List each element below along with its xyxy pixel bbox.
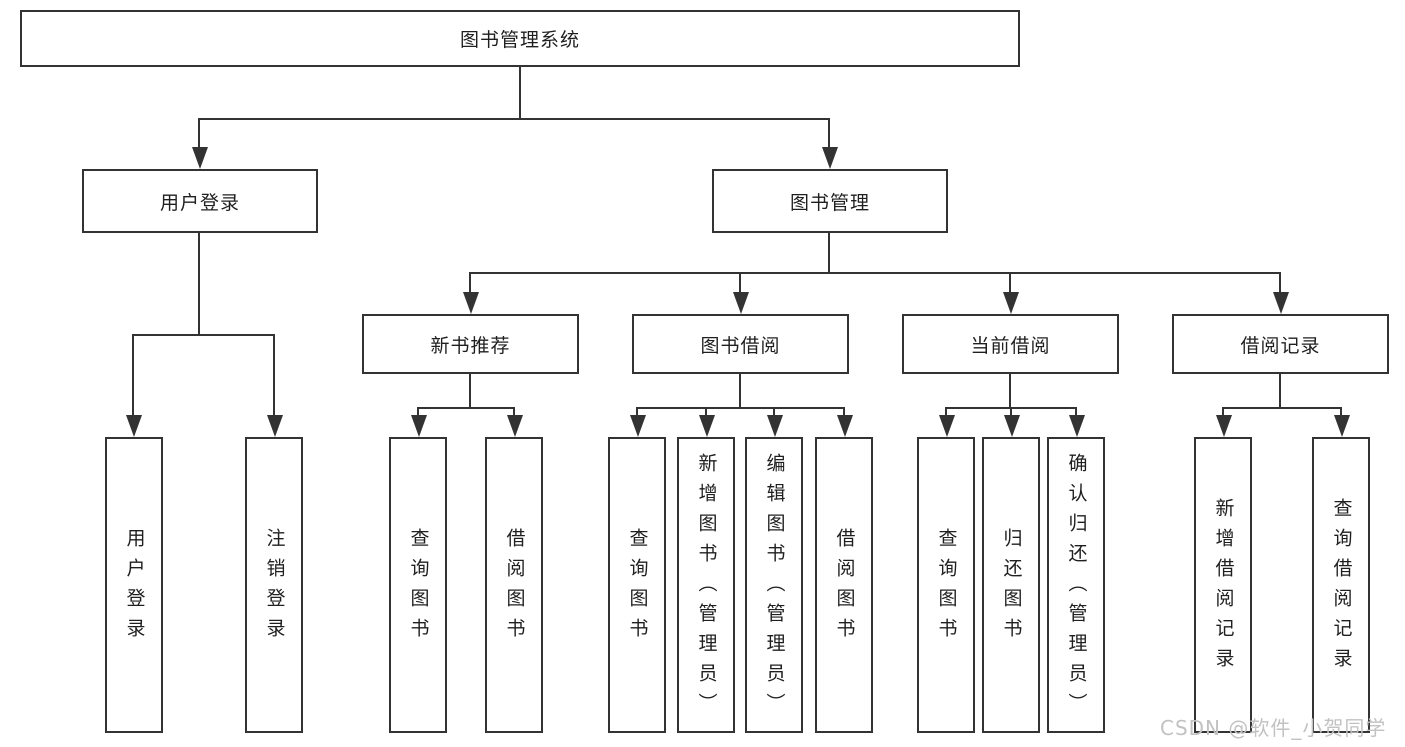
arrowhead-down-icon [822,147,838,169]
connector-line [828,118,830,150]
connector-line [198,118,200,150]
leaf-user-login: 用户登录 [105,437,163,733]
connector-line [519,67,521,119]
node-user-login: 用户登录 [82,169,318,233]
arrowhead-down-icon [1273,292,1289,314]
node-book-management: 图书管理 [712,169,948,233]
node-new-book-recommend: 新书推荐 [362,314,579,374]
node-library-management-system: 图书管理系统 [20,10,1020,67]
leaf-add-borrow-record: 新增借阅记录 [1194,437,1252,733]
connector-line [469,272,471,296]
arrowhead-down-icon [1069,415,1085,437]
arrowhead-down-icon [1216,415,1232,437]
connector-line [513,407,515,419]
node-label: 用户登录 [159,191,240,214]
connector-line [739,272,741,296]
connector-line [132,334,275,336]
node-label: 查询图书 [935,528,958,648]
arrowhead-down-icon [507,415,523,437]
connector-line [828,233,830,273]
connector-line [945,407,947,419]
arrowhead-down-icon [1334,415,1350,437]
leaf-borrow-books-recommend: 借阅图书 [485,437,543,733]
leaf-borrow-books: 借阅图书 [815,437,873,733]
connector-line [417,407,515,409]
connector-line [198,233,200,335]
node-borrowing-records: 借阅记录 [1172,314,1389,374]
arrowhead-down-icon [1003,292,1019,314]
node-label: 新增图书（管理员） [695,453,718,723]
node-label: 图书借阅 [700,334,781,357]
csdn-watermark: CSDN @软件_小贺同学 [1160,716,1387,740]
node-label: 图书管理 [789,191,870,214]
arrowhead-down-icon [126,415,142,437]
arrowhead-down-icon [1004,415,1020,437]
node-label: 注销登录 [263,528,286,648]
node-label: 编辑图书（管理员） [763,453,786,723]
node-label: 图书管理系统 [459,29,580,51]
arrowhead-down-icon [630,415,646,437]
node-label: 当前借阅 [970,334,1051,357]
leaf-query-books-borrowing: 查询图书 [608,437,666,733]
connector-line [198,118,830,120]
arrowhead-down-icon [463,292,479,314]
connector-line [705,407,707,419]
connector-line [1222,407,1224,419]
arrowhead-down-icon [733,292,749,314]
leaf-return-books: 归还图书 [982,437,1040,733]
node-label: 确认归还（管理员） [1065,453,1088,723]
arrowhead-down-icon [939,415,955,437]
connector-line [843,407,845,419]
connector-line [636,407,845,409]
node-label: 新书推荐 [430,334,511,357]
connector-line [273,334,275,420]
node-book-borrowing: 图书借阅 [632,314,849,374]
connector-line [469,373,471,409]
arrowhead-down-icon [767,415,783,437]
leaf-add-books-admin: 新增图书（管理员） [677,437,735,733]
arrowhead-down-icon [699,415,715,437]
connector-line [1009,373,1011,409]
arrowhead-down-icon [411,415,427,437]
arrowhead-down-icon [837,415,853,437]
connector-line [1279,373,1281,409]
arrowhead-down-icon [192,147,208,169]
connector-line [1222,407,1342,409]
leaf-query-books-recommend: 查询图书 [389,437,447,733]
leaf-confirm-return-admin: 确认归还（管理员） [1047,437,1105,733]
node-label: 归还图书 [1000,528,1023,648]
connector-line [636,407,638,419]
node-label: 查询借阅记录 [1330,498,1353,678]
connector-line [1340,407,1342,419]
connector-line [1009,272,1011,296]
connector-line [1010,407,1012,419]
connector-line [469,272,1281,274]
leaf-edit-books-admin: 编辑图书（管理员） [745,437,803,733]
node-label: 查询图书 [626,528,649,648]
arrowhead-down-icon [267,415,283,437]
node-label: 借阅记录 [1240,334,1321,357]
connector-line [417,407,419,419]
node-label: 用户登录 [123,528,146,648]
leaf-logout: 注销登录 [245,437,303,733]
node-label: 新增借阅记录 [1212,498,1235,678]
connector-line [773,407,775,419]
node-label: 借阅图书 [833,528,856,648]
node-label: 查询图书 [407,528,430,648]
leaf-query-books-current: 查询图书 [917,437,975,733]
connector-line [1279,272,1281,296]
connector-line [132,334,134,420]
connector-line [739,373,741,409]
connector-line [1075,407,1077,419]
node-current-borrowing: 当前借阅 [902,314,1119,374]
node-label: 借阅图书 [503,528,526,648]
leaf-query-borrow-record: 查询借阅记录 [1312,437,1370,733]
